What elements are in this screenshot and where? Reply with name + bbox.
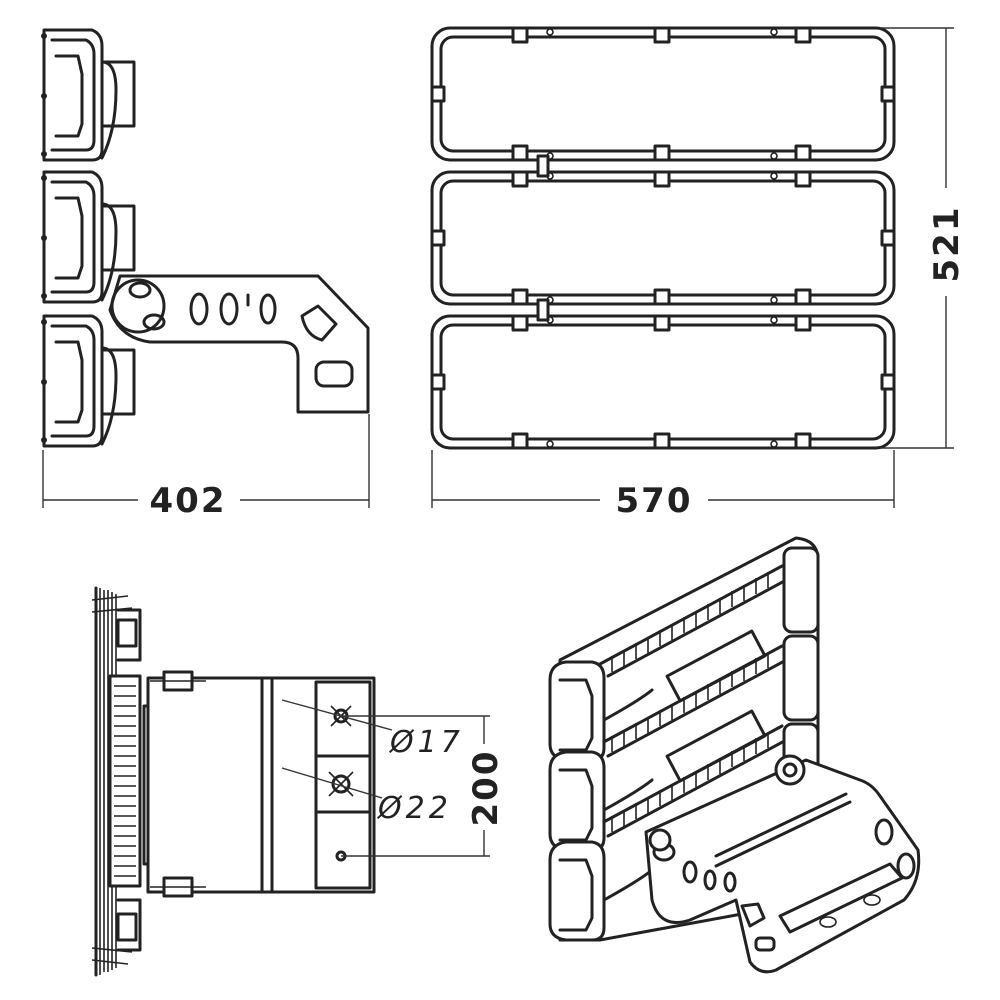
front-view: 570 521 [430, 26, 967, 521]
side-module-2 [41, 170, 136, 304]
front-frame-3 [430, 314, 896, 450]
iso-fins-top [598, 564, 792, 703]
iso-housing-1 [548, 660, 606, 762]
front-frame-1 [430, 26, 896, 162]
dim-width-side: 402 [150, 481, 227, 521]
side-module-3 [41, 314, 136, 448]
rear-view: Ø17 Ø22 200 [91, 586, 506, 977]
front-frame-2 [430, 170, 896, 306]
dim-width-front: 570 [616, 481, 693, 521]
side-bracket-arm [108, 274, 370, 414]
iso-bracket [644, 758, 921, 974]
side-view: 402 [41, 28, 370, 521]
iso-housing-3 [548, 840, 606, 942]
side-module-1 [41, 28, 136, 162]
isometric-view [548, 536, 921, 974]
label-hole-large: Ø22 [376, 791, 452, 826]
iso-housing-2 [548, 750, 606, 852]
dim-height-front: 521 [927, 206, 967, 283]
label-hole-small: Ø17 [388, 725, 464, 760]
hole-large [328, 771, 354, 797]
dim-hole-spacing: 200 [466, 750, 506, 827]
